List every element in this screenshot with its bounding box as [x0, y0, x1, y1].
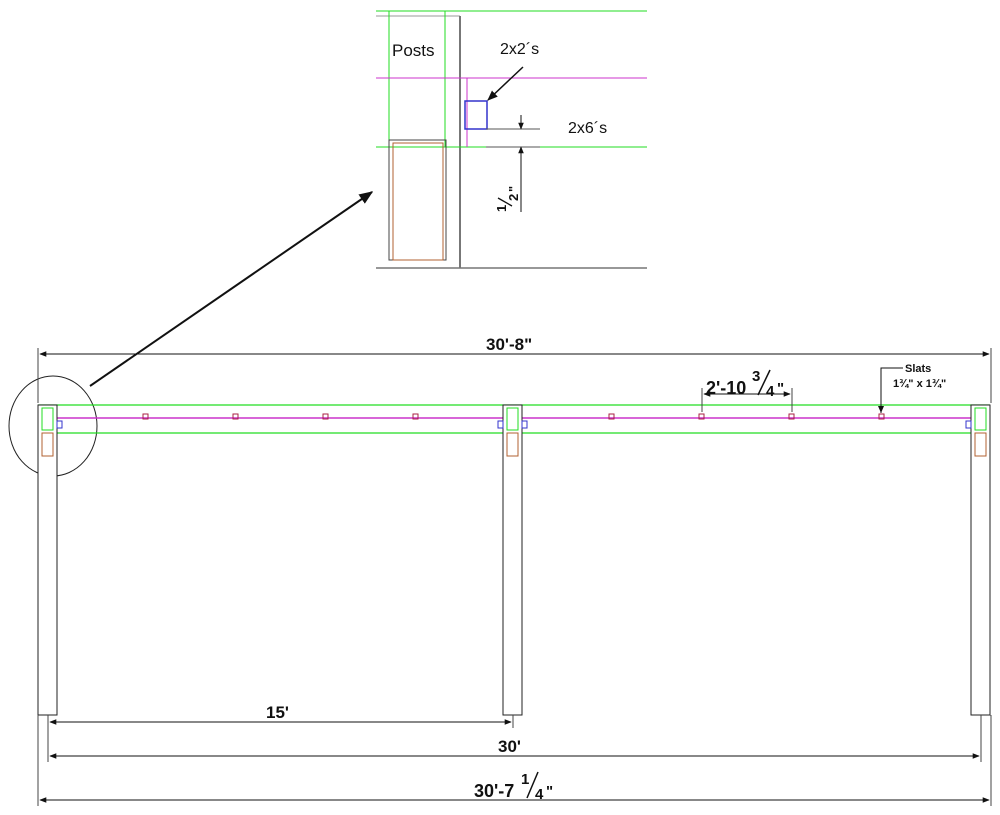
zoom-arrow [89, 191, 374, 387]
slat-marker [878, 413, 885, 420]
slats-label: Slats [905, 363, 931, 375]
post-middle-block-right [521, 420, 528, 429]
overall-bottom-numerator: 1 [521, 771, 529, 788]
two-by-two-pointer [487, 66, 524, 101]
slat-spacing-numerator: 3 [752, 368, 760, 385]
slat-marker [608, 413, 615, 420]
gap-fraction-slash [497, 197, 513, 207]
detail-post-outline [388, 139, 447, 261]
post-left-inner [41, 432, 54, 457]
slat-marker [412, 413, 419, 420]
slat-marker [322, 413, 329, 420]
post-middle [497, 404, 528, 716]
slat-markers [142, 413, 885, 420]
two-by-six-label: 2x6´s [568, 120, 607, 137]
gap-denominator: 2 [506, 194, 521, 201]
slat-marker [698, 413, 705, 420]
detail-2x2-block [464, 100, 488, 130]
slats-size: 1¾" x 1¾" [893, 378, 946, 390]
slat-marker [232, 413, 239, 420]
slat-marker [142, 413, 149, 420]
post-left-block [56, 420, 63, 429]
slat-spacing-unit: " [777, 380, 784, 397]
span-dimension: 30' [498, 737, 521, 756]
slat-spacing-slash [757, 369, 771, 396]
post-left [37, 404, 63, 716]
post-left-body [37, 404, 58, 716]
posts-label: Posts [392, 41, 435, 60]
gap-dimension: 1 2 " [494, 186, 521, 212]
overall-bottom-whole: 30'-7 [474, 781, 514, 801]
slat-spacing-whole: 2'-10 [706, 378, 746, 398]
post-middle-body [502, 404, 523, 716]
slat-spacing-dimension: 2'-10 3 4 " [706, 368, 784, 400]
half-span-dimension: 15' [266, 703, 289, 722]
post-right-body [970, 404, 991, 716]
slats-leader-arrow [878, 406, 884, 413]
post-left-cap [41, 407, 54, 431]
gap-unit: " [506, 186, 521, 192]
elevation-view: 30'-8" 2'-10 3 4 " Slats 1¾" x 1¾" 15' 3… [37, 335, 992, 806]
overall-bottom-denominator: 4 [535, 786, 544, 803]
overall-top-dimension: 30'-8" [486, 335, 532, 354]
post-right-block [965, 420, 972, 429]
post-middle-block-left [497, 420, 504, 429]
post-right-inner [974, 432, 987, 457]
post-middle-cap [506, 407, 519, 431]
overall-bottom-dimension: 30'-7 1 4 " [474, 771, 553, 803]
overall-bottom-unit: " [546, 783, 553, 800]
two-by-two-label: 2x2´s [500, 41, 539, 58]
slat-marker [788, 413, 795, 420]
post-right-cap [974, 407, 987, 431]
detail-view: Posts 2x2´s 2x6´s 1 2 " [376, 10, 647, 269]
gap-numerator: 1 [494, 205, 509, 212]
post-middle-inner [506, 432, 519, 457]
post-right [965, 404, 991, 716]
slats-leader [880, 367, 903, 413]
detail-post-inner [392, 142, 444, 261]
slat-spacing-denominator: 4 [766, 383, 775, 400]
overall-bottom-slash [526, 771, 539, 799]
